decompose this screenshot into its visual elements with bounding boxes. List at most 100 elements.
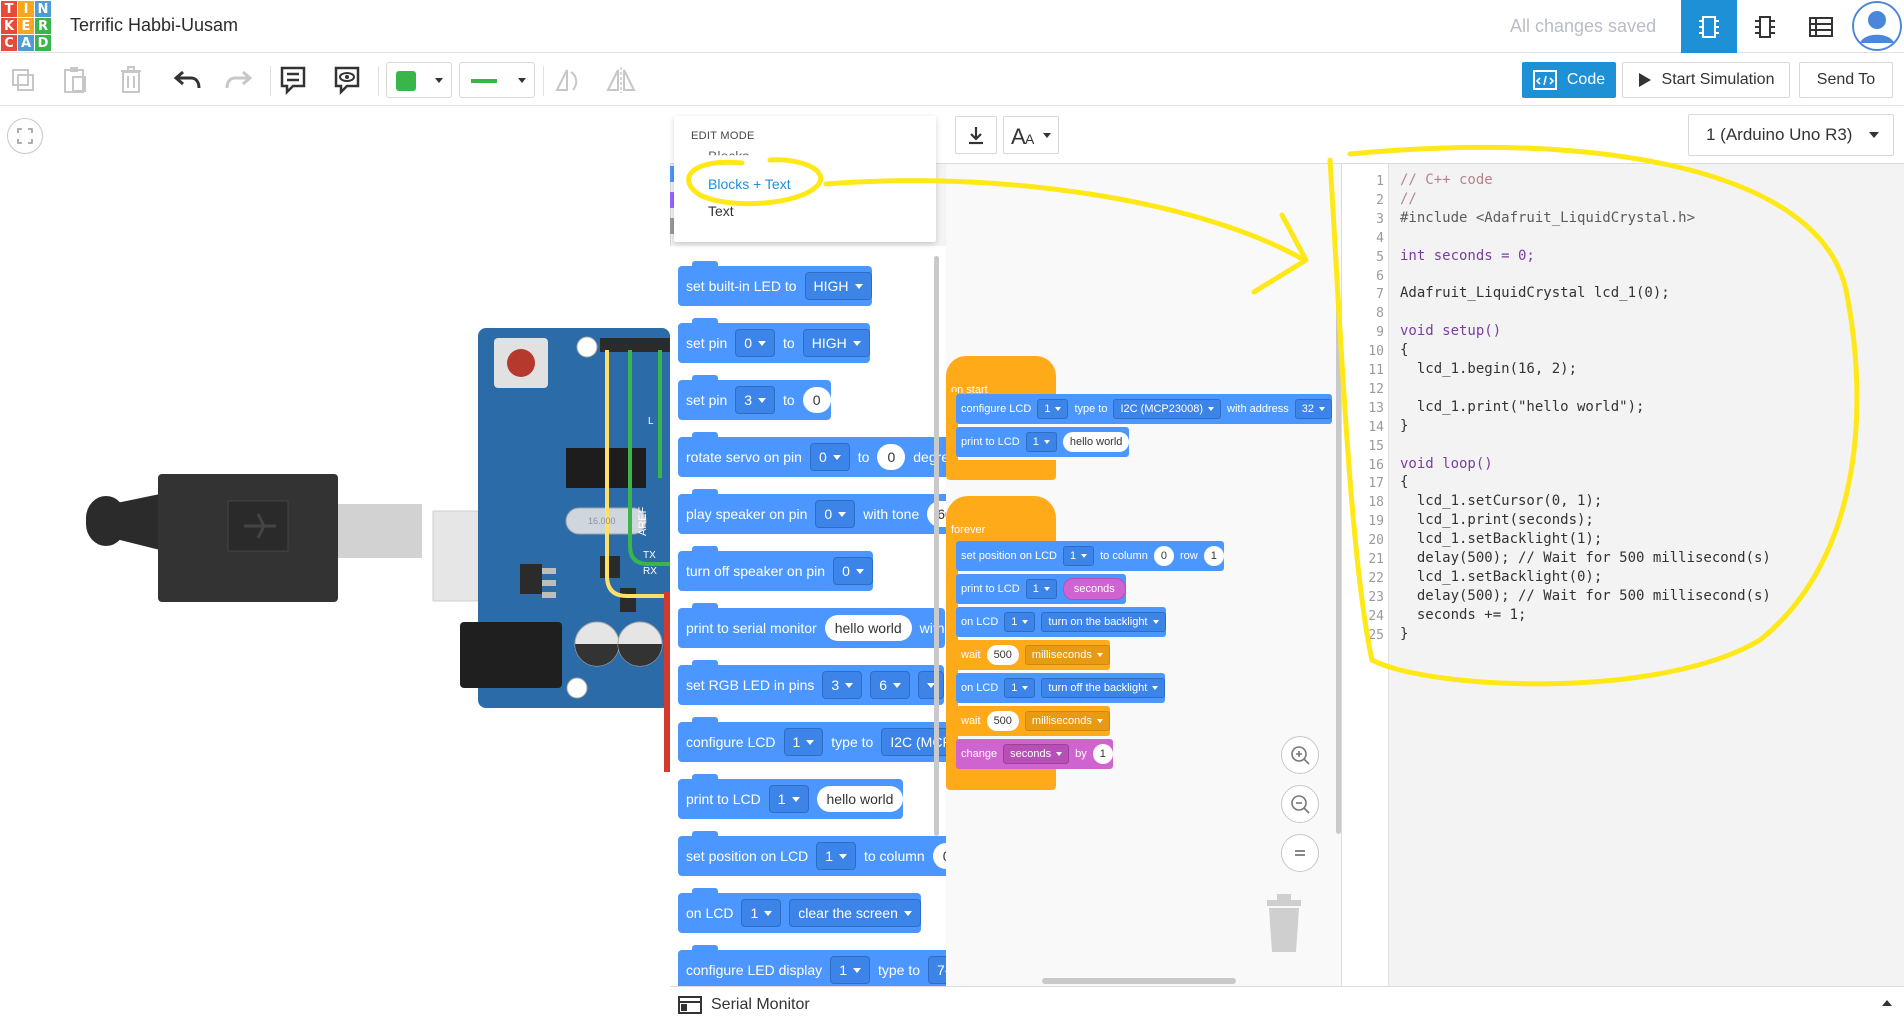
ws-set-position-block[interactable]: set position on LCD 1 to column 0 row 1 <box>956 541 1224 571</box>
ws-backlight-off-block[interactable]: on LCD 1 turn off the backlight <box>956 673 1166 703</box>
palette-block-dd1[interactable]: HIGH <box>804 272 872 300</box>
notes-button[interactable] <box>276 64 310 96</box>
code-line[interactable]: void setup() <box>1400 323 1502 340</box>
ws-wait-block[interactable]: wait 500 milliseconds <box>956 640 1110 670</box>
circuit-view-button[interactable] <box>1681 0 1737 53</box>
code-line[interactable]: lcd_1.print(seconds); <box>1400 512 1594 529</box>
code-line[interactable]: Adafruit_LiquidCrystal lcd_1(0); <box>1400 285 1670 302</box>
edit-mode-option-blocks-text[interactable]: Blocks + Text <box>708 176 791 192</box>
code-line[interactable]: lcd_1.begin(16, 2); <box>1400 361 1578 377</box>
serial-monitor-bar[interactable] <box>670 986 1904 1024</box>
palette-scrollbar[interactable] <box>934 256 939 836</box>
palette-block-inp[interactable]: 0 <box>932 843 946 869</box>
code-line[interactable]: lcd_1.setBacklight(0); <box>1400 568 1603 585</box>
palette-block-dd2[interactable]: 6 <box>870 671 910 699</box>
project-title[interactable]: Terrific Habbi-Uusam <box>70 15 239 35</box>
code-line[interactable]: lcd_1.setBacklight(1); <box>1400 531 1603 548</box>
edit-mode-option-blocks[interactable]: Blocks <box>708 148 750 164</box>
start-simulation-button[interactable]: Start Simulation <box>1622 62 1790 98</box>
arduino-board-illustration[interactable]: AREF L TX RX 16.000 <box>0 106 670 1024</box>
ws-print-seconds-block[interactable]: print to LCD 1 seconds <box>956 574 1126 604</box>
edit-mode-option-text[interactable]: Text <box>708 203 734 219</box>
palette-block-dd1[interactable]: 3 <box>735 386 776 414</box>
delete-button[interactable] <box>114 64 148 96</box>
device-select[interactable]: 1 (Arduino Uno R3) <box>1688 114 1894 156</box>
palette-block-dd1[interactable]: 1 <box>768 785 809 813</box>
palette-block-dd1[interactable]: 0 <box>815 500 856 528</box>
ws-configure-lcd-block[interactable]: configure LCD 1 type to I2C (MCP23008) w… <box>956 394 1333 424</box>
workspace-vertical-scrollbar[interactable] <box>1336 300 1341 834</box>
palette-block-dd1[interactable]: 1 <box>783 728 824 756</box>
palette-block-dd1[interactable]: 1 <box>830 956 870 984</box>
workspace-horizontal-scrollbar[interactable] <box>1042 978 1236 984</box>
code-line[interactable]: int seconds = 0; <box>1400 247 1535 264</box>
code-line[interactable]: } <box>1400 625 1409 642</box>
code-line[interactable]: #include <Adafruit_LiquidCrystal.h> <box>1400 209 1696 226</box>
palette-block-dd1[interactable]: 3 <box>822 671 863 699</box>
fill-color-dropdown[interactable] <box>386 62 452 98</box>
code-line[interactable]: { <box>1400 474 1409 491</box>
rotate-button[interactable] <box>550 64 584 96</box>
undo-button[interactable] <box>170 64 204 96</box>
serial-monitor-label[interactable]: Serial Monitor <box>711 996 810 1013</box>
palette-block-dd1[interactable]: 0 <box>735 329 776 357</box>
component-list-button[interactable] <box>1793 0 1849 53</box>
code-line[interactable]: lcd_1.print("hello world"); <box>1400 398 1645 415</box>
reset-zoom-button[interactable] <box>1281 834 1319 872</box>
send-to-button[interactable]: Send To <box>1799 62 1893 98</box>
palette-block-dd1[interactable]: 1 <box>741 899 782 927</box>
fit-view-button[interactable] <box>7 118 43 154</box>
zoom-in-button[interactable] <box>1281 736 1319 774</box>
workspace-trash-icon[interactable] <box>1263 892 1305 954</box>
palette-block[interactable]: rotate servo on pin0to0degrees <box>678 432 946 477</box>
code-line[interactable]: seconds += 1; <box>1400 606 1527 623</box>
palette-block-dd2[interactable]: clear the screen <box>789 899 921 927</box>
palette-block-dd1[interactable]: 1 <box>816 842 856 870</box>
code-line[interactable]: delay(500); // Wait for 500 millisecond(… <box>1400 550 1771 566</box>
palette-block-dd2[interactable]: HIGH <box>802 329 870 357</box>
code-line[interactable]: // C++ code <box>1400 172 1493 188</box>
palette-block-inp[interactable]: hello world <box>816 786 904 812</box>
palette-block-inp[interactable]: 0 <box>802 387 831 413</box>
ws-change-variable-block[interactable]: change seconds by 1 <box>956 739 1113 769</box>
palette-block-dd3[interactable] <box>917 671 944 699</box>
code-button[interactable]: Code <box>1522 62 1616 98</box>
zoom-out-button[interactable] <box>1281 785 1319 823</box>
palette-block-dd1[interactable]: 0 <box>833 557 873 585</box>
download-code-button[interactable] <box>955 116 997 154</box>
ws-print-lcd-block[interactable]: print to LCD 1 hello world <box>956 427 1130 457</box>
chevron-up-icon[interactable] <box>1882 1000 1892 1006</box>
code-line[interactable]: { <box>1400 342 1409 359</box>
redo-button[interactable] <box>222 64 256 96</box>
code-line[interactable]: // <box>1400 190 1417 207</box>
code-line[interactable]: lcd_1.setCursor(0, 1); <box>1400 493 1603 510</box>
palette-block-inp[interactable]: hello world <box>824 615 912 641</box>
code-line[interactable]: void loop() <box>1400 455 1493 472</box>
paste-button[interactable] <box>58 64 92 96</box>
wire-style-dropdown[interactable] <box>459 62 535 98</box>
edit-mode-dropdown[interactable]: EDIT MODE Blocks Blocks + Text Text <box>674 116 936 242</box>
palette-block-inp[interactable]: 0 <box>877 444 906 470</box>
circuit-canvas[interactable]: AREF L TX RX 16.000 <box>0 106 670 1024</box>
copy-button[interactable] <box>6 64 40 96</box>
flip-button[interactable] <box>604 64 638 96</box>
code-line[interactable]: } <box>1400 417 1409 434</box>
code-line[interactable]: delay(500); // Wait for 500 millisecond(… <box>1400 587 1771 604</box>
toggle-notes-button[interactable] <box>330 64 364 96</box>
user-avatar[interactable] <box>1852 1 1902 51</box>
ws-backlight-on-block[interactable]: on LCD 1 turn on the backlight <box>956 607 1166 637</box>
ws-wait-block-2[interactable]: wait 500 milliseconds <box>956 706 1110 736</box>
